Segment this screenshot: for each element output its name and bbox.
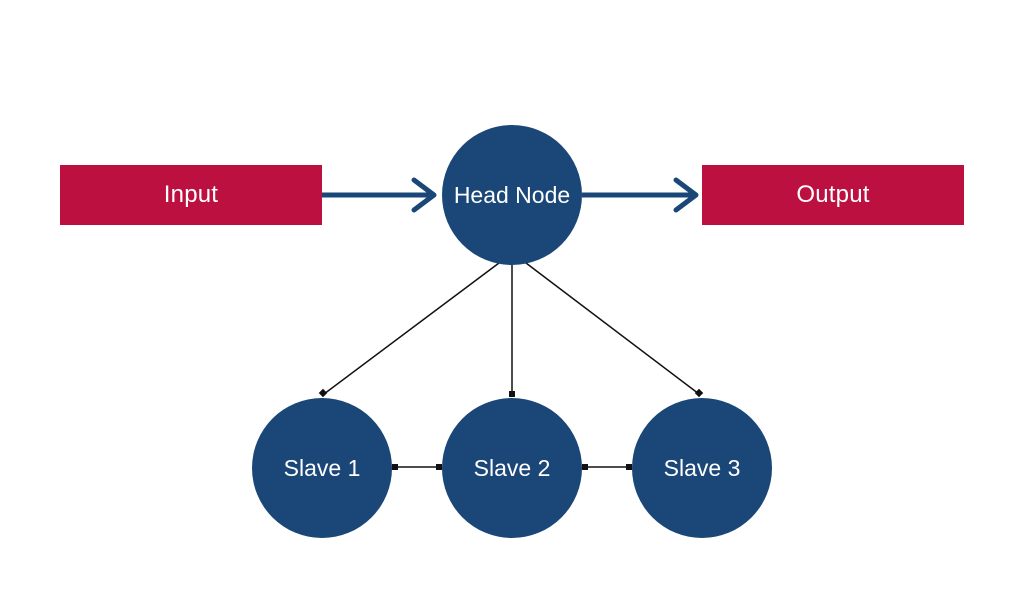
connector-head-to-slave-3 (525, 262, 704, 398)
output-label: Output (796, 181, 870, 208)
slave-node-2: Slave 2 (442, 398, 582, 538)
slave-node-1: Slave 1 (252, 398, 392, 538)
slave-3-label: Slave 3 (663, 454, 741, 481)
head-node-label: Head Node (453, 181, 571, 208)
slave-1-label: Slave 1 (283, 454, 361, 481)
connector-slave-1-to-slave-2 (392, 464, 442, 470)
head-node: Head Node (442, 125, 582, 265)
flow-arrow-input-to-head (322, 177, 437, 213)
connector-head-to-slave-2 (509, 265, 515, 397)
output-box: Output (702, 165, 964, 225)
slave-2-label: Slave 2 (473, 454, 551, 481)
input-label: Input (163, 181, 219, 208)
input-box: Input (60, 165, 322, 225)
flow-arrow-head-to-output (582, 177, 699, 213)
connector-head-to-slave-1 (318, 262, 500, 398)
slave-node-3: Slave 3 (632, 398, 772, 538)
connector-slave-2-to-slave-3 (582, 464, 632, 470)
